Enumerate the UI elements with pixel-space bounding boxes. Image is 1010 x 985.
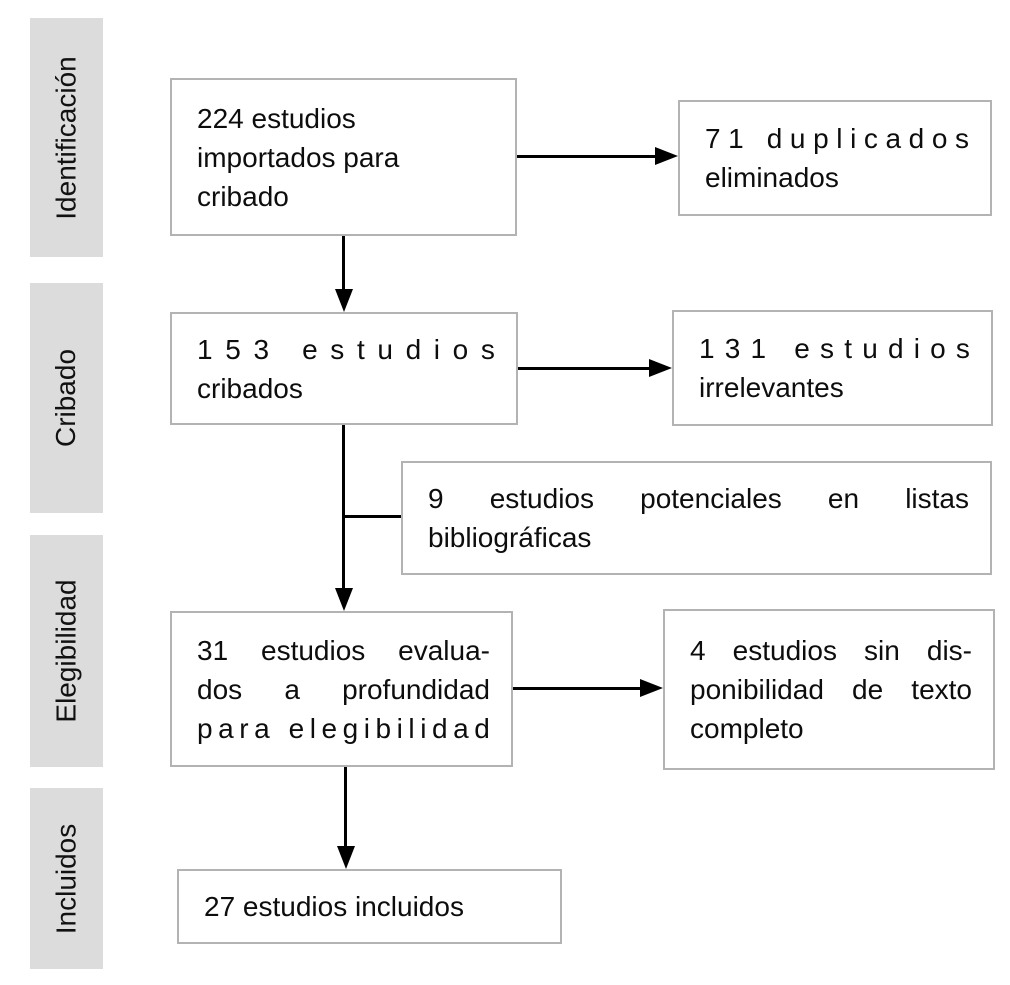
arrow-assessed-to-included-head [337, 846, 355, 869]
box-line: irrelevantes [699, 372, 844, 403]
arrow-imported-to-screened-head [335, 289, 353, 312]
box-line: 4 estudios sin dis- [690, 635, 972, 666]
stage-label-cribado: Cribado [50, 348, 82, 448]
stage-band-elegibilidad: Elegibilidad [30, 535, 103, 767]
arrow-screened-to-irrelevant-line [518, 367, 650, 370]
stage-band-identificacion: Identificación [30, 18, 103, 257]
stage-label-elegibilidad: Elegibilidad [50, 579, 82, 723]
arrow-assessed-to-included-line [344, 767, 347, 847]
box-line: cribado [197, 180, 289, 212]
arrow-imported-to-duplicates-head [655, 147, 678, 165]
box-line: 27 estudios incluidos [204, 891, 464, 922]
box-line: bibliográficas [428, 522, 592, 553]
box-line: eliminados [705, 162, 839, 193]
stage-band-incluidos: Incluidos [30, 788, 103, 969]
stage-band-cribado: Cribado [30, 283, 103, 513]
box-potential-studies: 9 estudios potenciales en listas bibliog… [401, 461, 992, 575]
stage-label-incluidos: Incluidos [50, 823, 82, 934]
arrow-screened-to-assessed-head [335, 588, 353, 611]
box-line: completo [690, 713, 804, 744]
box-line: cribados [197, 372, 303, 404]
box-line: 9 estudios potenciales en listas [428, 483, 969, 514]
arrow-imported-to-duplicates-line [517, 155, 656, 158]
box-included-studies: 27 estudios incluidos [177, 869, 562, 944]
box-line: importados para [197, 141, 400, 173]
box-imported-studies: 224 estudios importados para cribado [170, 78, 517, 236]
arrow-screened-to-irrelevant-head [649, 359, 672, 377]
box-line: 31 estudios evalua- [197, 634, 490, 666]
box-no-fulltext: 4 estudios sin dis- ponibilidad de texto… [663, 609, 995, 770]
stage-label-identificacion: Identificación [50, 55, 82, 220]
arrow-imported-to-screened-line [342, 236, 345, 290]
box-line: 224 estudios [197, 102, 356, 134]
box-line: ponibilidad de texto [690, 674, 972, 705]
box-line: dos a profundidad [197, 673, 490, 705]
connector-potential-stub [344, 515, 401, 518]
arrow-assessed-to-nofulltext-head [640, 679, 663, 697]
arrow-screened-to-assessed-line [342, 425, 345, 589]
arrow-assessed-to-nofulltext-line [513, 687, 641, 690]
